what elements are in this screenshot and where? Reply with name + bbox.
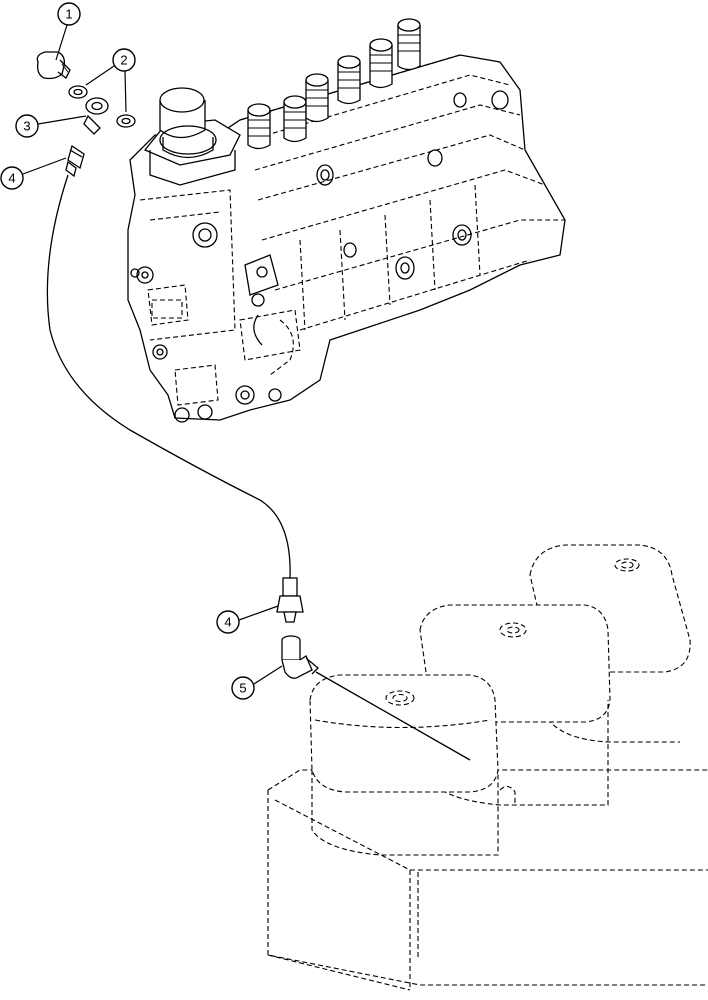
injection-pump [127,18,566,423]
elbow-fitting [281,635,319,679]
callout-4-lower: 4 [216,605,279,634]
hose-end-fitting-lower [276,577,304,623]
callout-2: 2 [85,48,136,113]
sealing-washers [68,85,136,128]
delivery-valves [247,18,421,150]
elbow-to-engine-line [315,671,471,761]
callout-label-3: 3 [23,119,30,134]
hose-line [46,174,291,579]
callout-label-1: 1 [65,7,72,22]
callout-label-2: 2 [120,53,127,68]
banjo-fitting [83,97,109,135]
banjo-bolt [36,51,71,80]
callout-label-5: 5 [239,681,246,696]
callout-label-4-upper: 4 [8,171,15,186]
callout-5: 5 [231,665,283,700]
callout-3: 3 [15,114,87,138]
callout-4-upper: 4 [0,157,67,190]
hose-end-fitting-upper [65,144,85,178]
callout-1: 1 [55,2,81,61]
engine-block [267,544,708,991]
callout-label-4-lower: 4 [224,615,231,630]
